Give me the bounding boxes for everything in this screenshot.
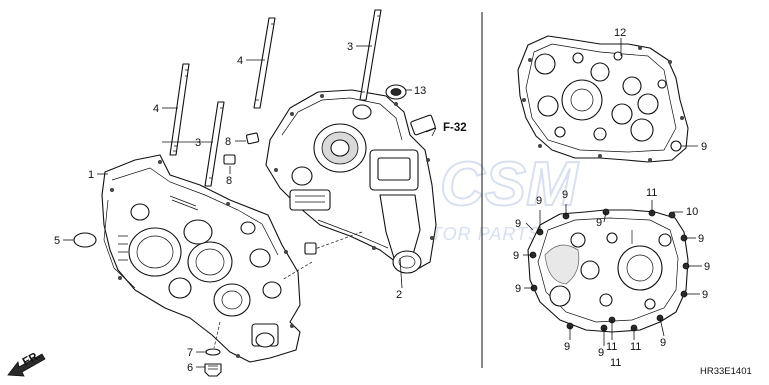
callout-3-left: 3: [195, 137, 201, 149]
callout-7: 7: [187, 347, 193, 359]
callout-5: 5: [54, 235, 60, 247]
callout-9-upper: 9: [701, 141, 707, 153]
watermark-logo: CSM: [440, 150, 579, 219]
callout-8-upper: 8: [225, 136, 231, 148]
callout-12: 12: [614, 27, 626, 39]
callout-2: 2: [396, 289, 402, 301]
callout-11-top: 11: [646, 187, 657, 199]
callout-9-left-upper: 9: [536, 195, 542, 207]
upper-case-view: [517, 35, 689, 163]
callout-9-right-upper: 9: [698, 233, 704, 245]
diagram-code: HR33E1401: [700, 366, 752, 377]
oil-seal: [385, 84, 407, 100]
o-ring: [73, 232, 97, 248]
front-direction-marker: FR.: [7, 349, 46, 377]
callout-9-center: 9: [596, 217, 602, 229]
callout-9-right-mid: 9: [704, 261, 710, 273]
reference-f32: F-32: [443, 122, 467, 134]
callout-8-lower: 8: [226, 175, 232, 187]
callout-9-bottom-left: 9: [564, 341, 570, 353]
callout-3-right: 3: [347, 41, 353, 53]
lower-case-view: [527, 208, 690, 333]
callout-9-top-left: 9: [562, 189, 568, 201]
callout-9-bottom: 9: [598, 347, 604, 359]
callout-9-left-lower: 9: [513, 250, 519, 262]
left-crankcase-half: [101, 154, 301, 363]
callout-11-bottom: 11: [606, 341, 617, 353]
watermark: CSM MOTOR PARTS: [400, 149, 580, 244]
callout-1: 1: [88, 169, 94, 181]
callout-9-left-mid: 9: [515, 218, 521, 230]
callout-9-bottom-right: 9: [660, 337, 666, 349]
drain-bolt: [204, 348, 222, 377]
stud-bolts: [169, 9, 382, 187]
leader-lines: [63, 45, 437, 368]
callout-6: 6: [187, 362, 193, 374]
callout-11-bottom-right: 11: [630, 341, 641, 353]
callout-4-top: 4: [237, 55, 243, 67]
callout-13: 13: [414, 85, 426, 97]
leader-lines-lower: [523, 200, 702, 346]
callout-9-right-lower: 9: [702, 289, 708, 301]
callout-4-upper: 4: [153, 103, 159, 115]
assembly-lines: [213, 231, 363, 349]
callout-11-bottom-low: 11: [610, 357, 621, 369]
right-crankcase-half: [265, 89, 437, 274]
dowel-pins: [223, 132, 317, 255]
front-marker-label: FR.: [21, 349, 43, 368]
callout-10: 10: [686, 206, 698, 218]
callout-9-left-bottom: 9: [515, 283, 521, 295]
